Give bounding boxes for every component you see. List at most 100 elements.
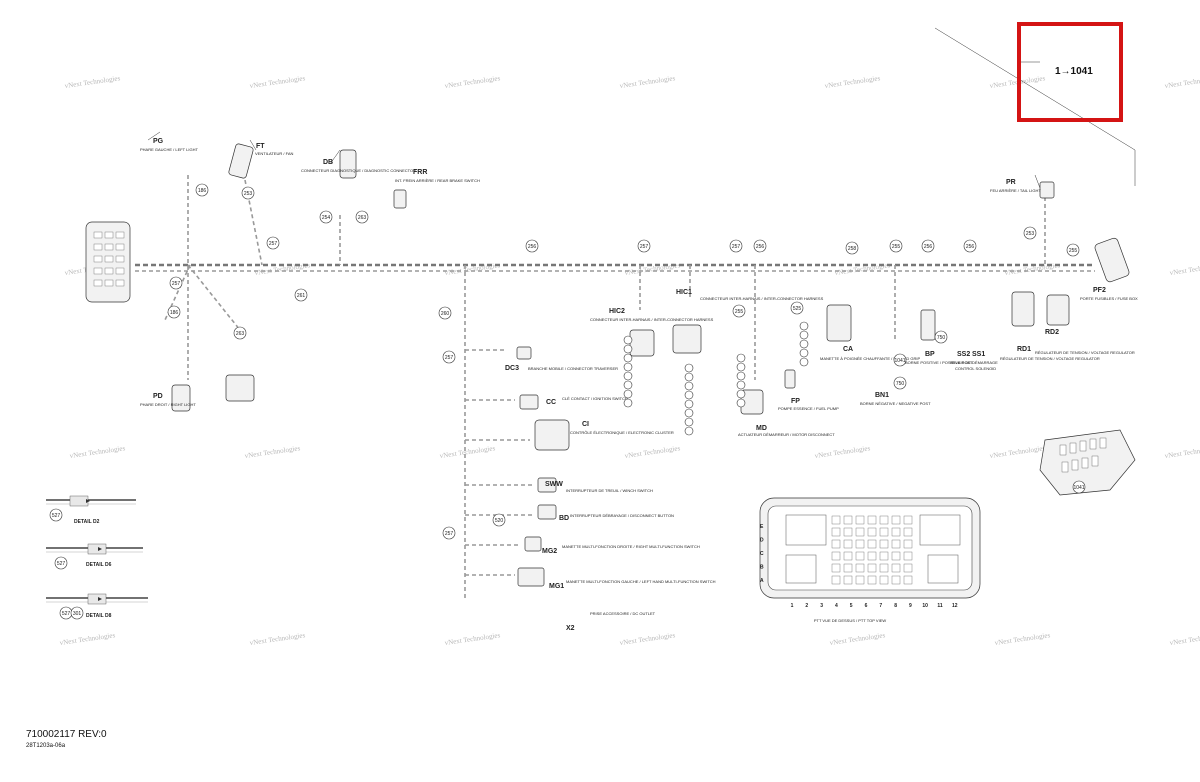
fuse-slot: [879, 563, 889, 573]
svg-text:254: 254: [322, 215, 331, 221]
wire-bubble: 527: [49, 508, 63, 522]
fuse-slot: [903, 515, 913, 525]
wire-bubble: 256: [921, 239, 935, 253]
wire-bubble: 257: [169, 276, 183, 290]
wire-bubble-small: [623, 335, 633, 345]
fuse-row-label: B: [760, 565, 764, 571]
svg-text:301: 301: [73, 611, 82, 617]
wire-bubble-small: [623, 344, 633, 354]
wire-bubble: 186: [195, 183, 209, 197]
connector-ft-desc: VENTILATEUR / FAN: [255, 151, 293, 156]
wire-bubble: 520: [492, 513, 506, 527]
wire-bubble: 525: [790, 301, 804, 315]
wire-bubble: 263: [233, 326, 247, 340]
connector-rd2-desc: RÉGULATEUR DE TENSION / VOLTAGE REGULATO…: [1035, 350, 1135, 355]
wire-bubble-small: [684, 399, 694, 409]
connector-fp-desc: POMPE ESSENCE / FUEL PUMP: [778, 406, 839, 411]
wire-bubble-small: [623, 398, 633, 408]
wire-bubble: 254: [319, 210, 333, 224]
watermark-text: vNext Technologies: [1164, 74, 1200, 90]
connector-cc-desc: CLÉ CONTACT / IGNITION SWITCH: [562, 396, 628, 401]
fuse-column-label: 11: [937, 603, 943, 609]
svg-text:750: 750: [937, 335, 946, 341]
svg-text:1041: 1041: [894, 358, 905, 364]
fuse-slot: [855, 515, 865, 525]
connector-pr-code: PR: [1006, 179, 1016, 186]
connector-bp-desc: BORNE POSITIVE / POSITIVE POST: [905, 360, 973, 365]
connector-ss2-code: SS2: [957, 351, 970, 358]
fuse-slot: [843, 527, 853, 537]
fuse-slot: [855, 563, 865, 573]
connector-hic1-code: HIC1: [676, 289, 692, 296]
connector-md-code: MD: [756, 425, 767, 432]
connector-ft-code: FT: [256, 143, 265, 150]
fuse-slot: [867, 539, 877, 549]
connector-labels: PG FT DB FRR PR PF2 PD HIC2 HIC1 DC3 CC …: [153, 138, 1106, 632]
detail-d8: DETAIL D8: [46, 593, 148, 619]
fuse-slot: [891, 515, 901, 525]
connector-dc3-desc: BRANCHE MOBILE / CONNECTOR TRAVERSER: [528, 366, 618, 371]
watermark-text: vNext Technologies: [624, 261, 681, 277]
connector-frr-code: FRR: [413, 169, 427, 176]
watermark-text: vNext Technologies: [444, 74, 501, 90]
wire-bubble-small: [684, 363, 694, 373]
connector-md-desc: ACTUATEUR DÉMARREUR / MOTOR DISCONNECT: [738, 432, 835, 437]
wire-bubble-small: [736, 389, 746, 399]
wire-bubble: 257: [266, 236, 280, 250]
watermark-text: vNext Technologies: [624, 444, 681, 460]
watermark-text: vNext Technologies: [244, 444, 301, 460]
wire-bubble-small: [684, 426, 694, 436]
wire-bubble-small: [684, 372, 694, 382]
watermark-text: vNext Technologies: [59, 631, 116, 647]
connector-db-code: DB: [323, 159, 333, 166]
svg-text:257: 257: [445, 355, 454, 361]
wire-bubble: 260: [438, 306, 452, 320]
leader-lines: [147, 27, 1136, 189]
wire-bubble: 256: [753, 239, 767, 253]
fuse-slot: [903, 551, 913, 561]
wire-bubble-small: [684, 417, 694, 427]
connector-hic2-desc: CONNECTEUR INTER-HARNAIS / INTER-CONNECT…: [590, 317, 714, 322]
wire-bubble-small: [684, 390, 694, 400]
connector-rd1-code: RD1: [1017, 346, 1031, 353]
document-number: 710002117 REV:0: [26, 729, 107, 740]
svg-text:186: 186: [170, 310, 179, 316]
detail-d8-label: DETAIL D8: [86, 613, 112, 619]
watermark-text: vNext Technologies: [619, 631, 676, 647]
fuse-row-label: D: [760, 538, 764, 544]
wire-bubble: 255: [1066, 243, 1080, 257]
watermark-text: vNext Technologies: [994, 631, 1051, 647]
watermark-text: vNext Technologies: [444, 261, 501, 277]
fuse-column-label: 10: [922, 603, 928, 609]
wire-bubble-small: [736, 362, 746, 372]
svg-text:260: 260: [441, 311, 450, 317]
watermark-text: vNext Technologies: [69, 444, 126, 460]
fuse-slot: [831, 563, 841, 573]
connector-x2-desc: PRISE ACCESSOIRE / DC OUTLET: [590, 611, 656, 616]
fuse-slot: [831, 575, 841, 585]
svg-text:257: 257: [732, 244, 741, 250]
wire-bubble: 258: [845, 241, 859, 255]
fuse-slot: [879, 515, 889, 525]
fuse-slot: [879, 527, 889, 537]
connector-frr-desc: INT. FREIN ARRIÈRE / REAR BRAKE SWITCH: [395, 178, 480, 183]
connector-pf2-desc: PORTE FUSIBLES / FUSE BOX: [1080, 296, 1138, 301]
fuse-slot: [891, 539, 901, 549]
fuse-row-label: C: [760, 551, 764, 557]
connector-sww-code: SWW: [545, 481, 563, 488]
fuse-slot: [855, 551, 865, 561]
connector-ca-desc: MANETTE À POIGNÉE CHAUFFANTE / HEATED GR…: [820, 356, 920, 361]
fuse-slot: [903, 527, 913, 537]
connector-bp-code: BP: [925, 351, 935, 358]
watermark-text: vNext Technologies: [249, 74, 306, 90]
svg-text:527: 527: [57, 561, 66, 567]
watermark-text: vNext Technologies: [824, 74, 881, 90]
wire-bubble: 261: [294, 288, 308, 302]
connector-pd-desc: PHARE DROIT / RIGHT LIGHT: [140, 402, 196, 407]
callout-label: 1→1041: [1055, 66, 1093, 77]
wire-bubble-small: [623, 380, 633, 390]
connector-hic2-code: HIC2: [609, 308, 625, 315]
wire-bubble-small: [736, 380, 746, 390]
